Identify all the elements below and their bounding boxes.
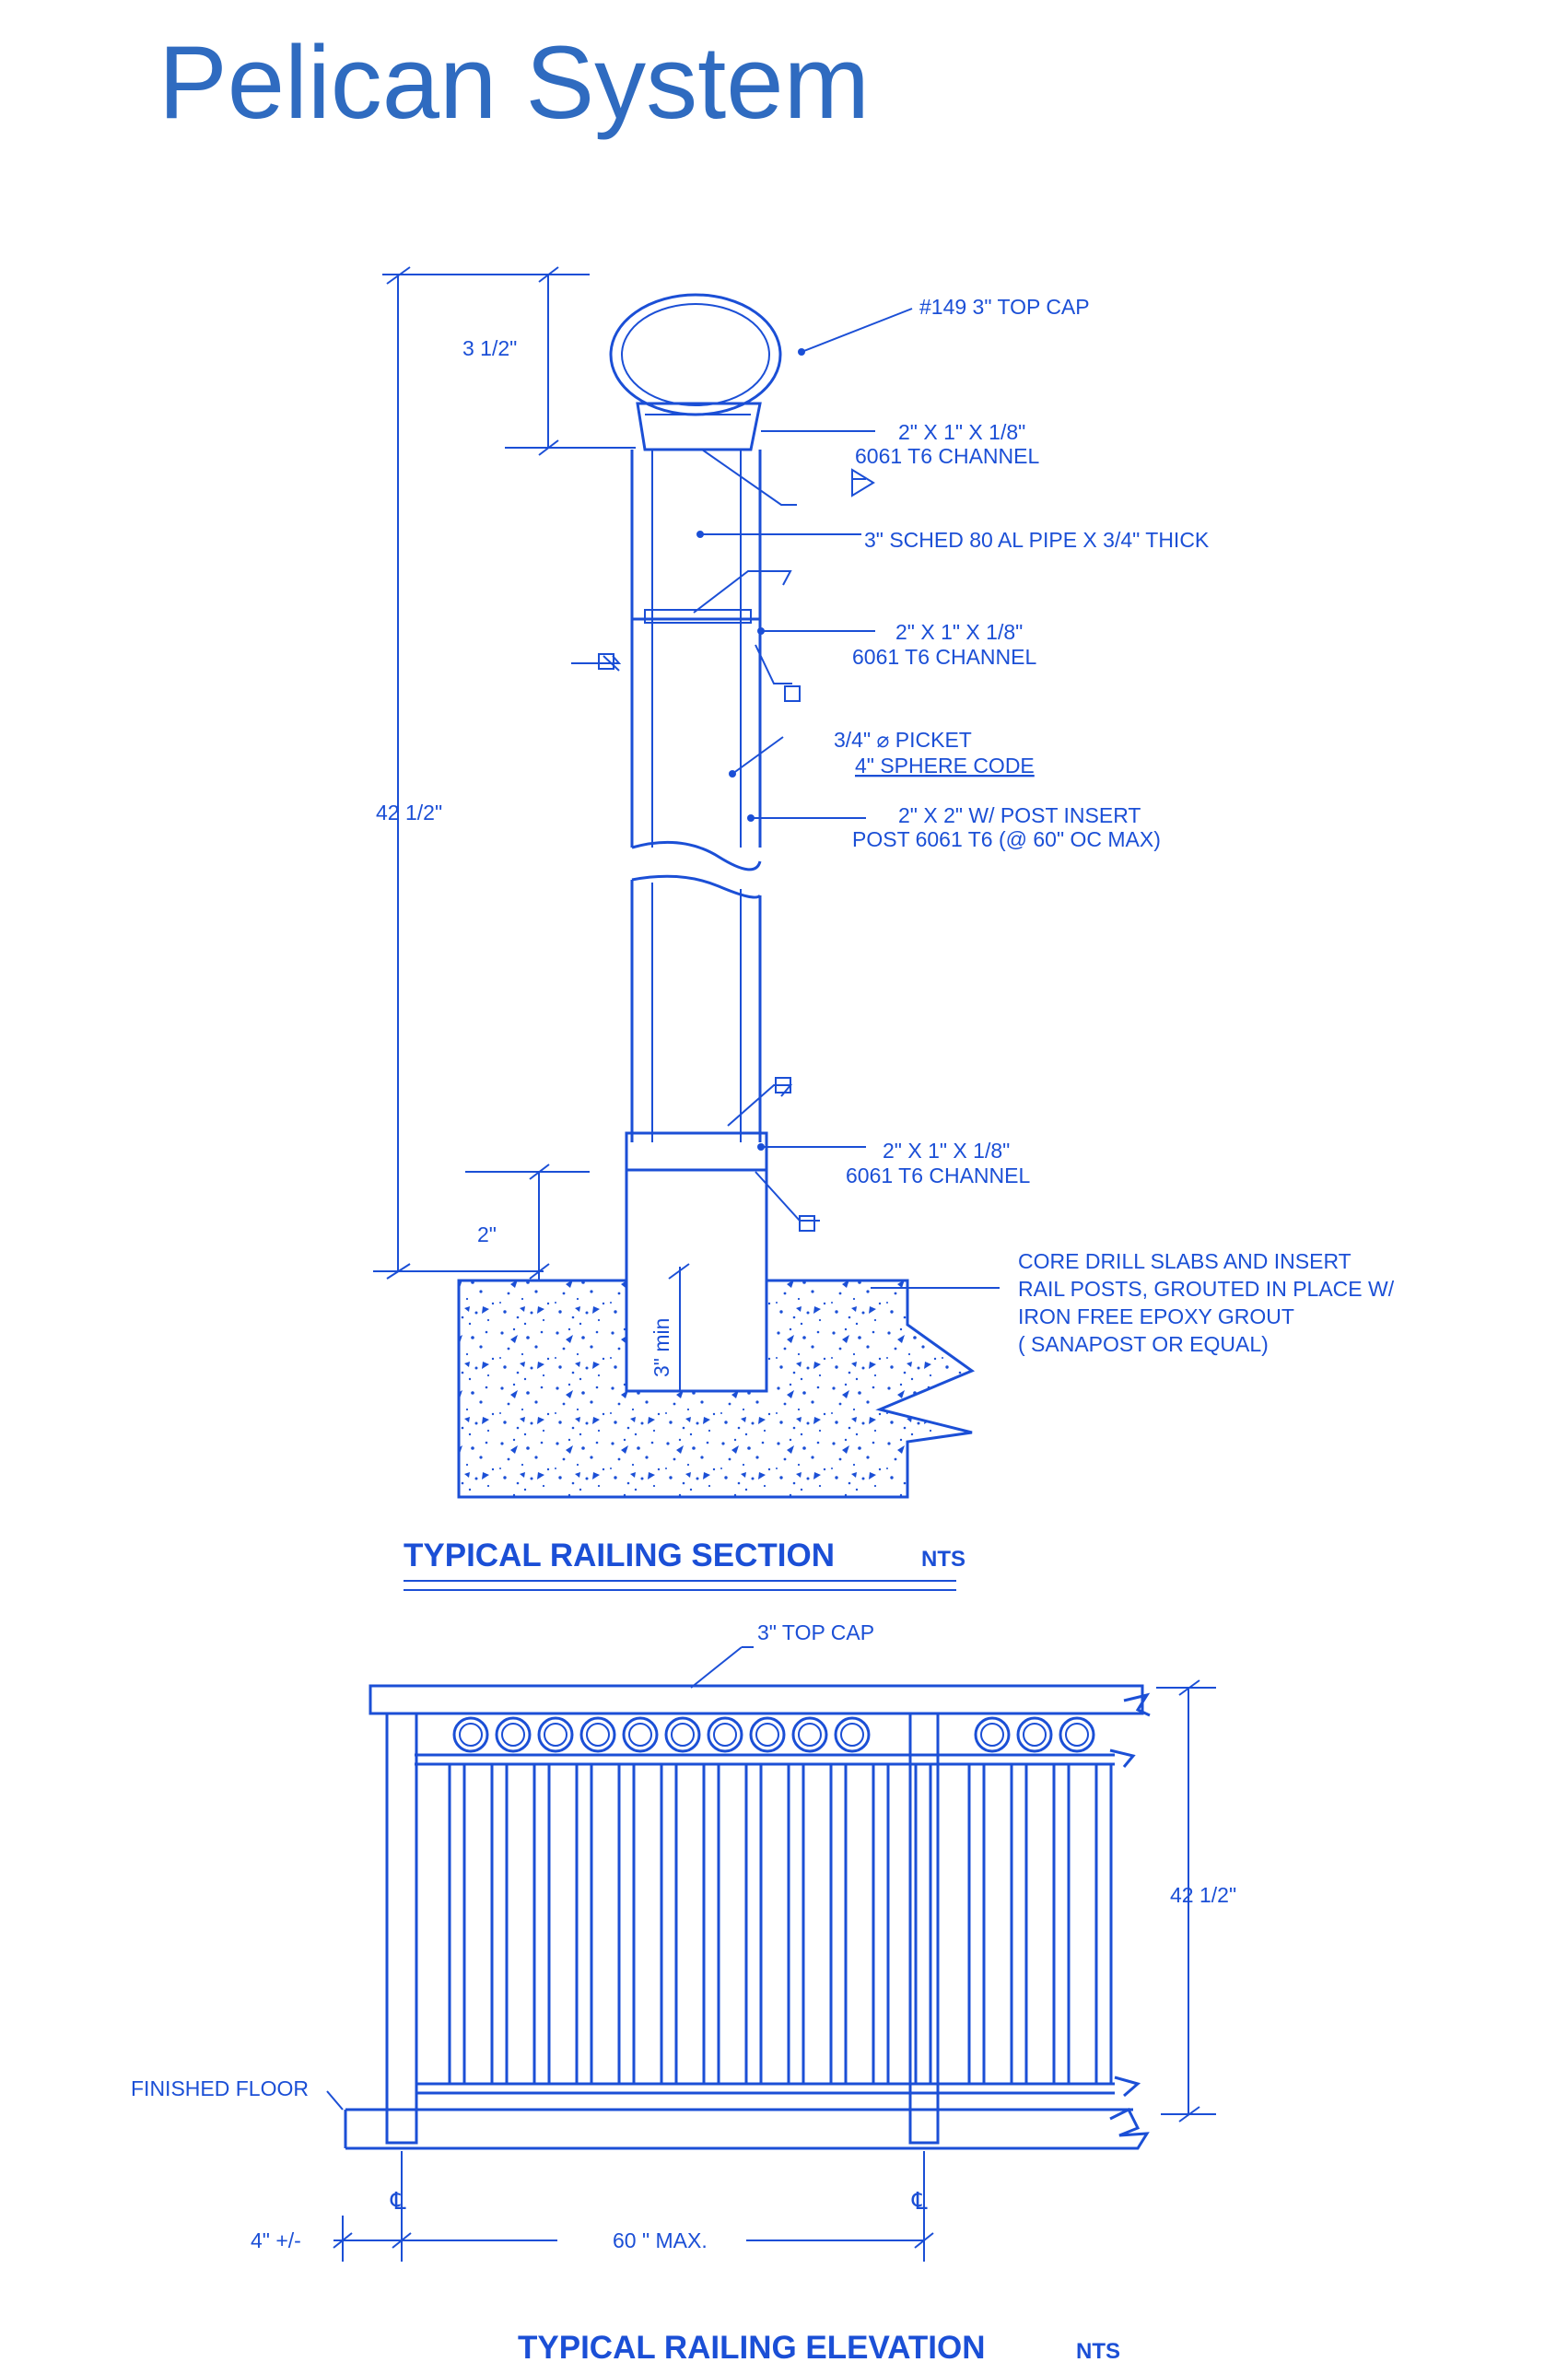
label-core-4: ( SANAPOST OR EQUAL): [1018, 1332, 1269, 1356]
railing-elevation-drawing: 3" TOP CAP FINISHED FLOOR 42 1/2": [131, 1620, 1236, 2262]
sphere-ornament-inner: [628, 1723, 652, 1747]
label-channel-bot-2: 6061 T6 CHANNEL: [846, 1164, 1030, 1187]
sphere-ornament-inner: [501, 1723, 525, 1747]
centerline-left: ℄: [390, 2187, 406, 2215]
sphere-ornament-inner: [980, 1723, 1004, 1747]
elevation-nts: NTS: [1076, 2339, 1120, 2364]
sphere-ornament: [579, 1716, 616, 1753]
picket: [448, 1762, 466, 2086]
label-pipe: 3" SCHED 80 AL PIPE X 3/4" THICK: [864, 528, 1210, 552]
elevation-height-label: 42 1/2": [1170, 1883, 1236, 1907]
picket: [702, 1762, 720, 2086]
sphere-ornament-inner: [840, 1723, 864, 1747]
picket: [872, 1762, 890, 2086]
sphere-ornament: [974, 1716, 1011, 1753]
sphere-ornament-inner: [755, 1723, 779, 1747]
label-picket-2: 4" SPHERE CODE: [855, 754, 1035, 778]
label-channel-top-2: 6061 T6 CHANNEL: [855, 444, 1039, 468]
section-title: TYPICAL RAILING SECTION: [404, 1538, 835, 1573]
label-core-3: IRON FREE EPOXY GROUT: [1018, 1304, 1294, 1328]
sphere-ornament-inner: [671, 1723, 695, 1747]
picket: [744, 1762, 763, 2086]
sphere-ornament: [622, 1716, 659, 1753]
picket: [617, 1762, 636, 2086]
sphere-ornament: [452, 1716, 489, 1753]
label-channel-top-1: 2" X 1" X 1/8": [898, 420, 1025, 444]
picket: [967, 1762, 986, 2086]
sphere-ornament-inner: [798, 1723, 822, 1747]
label-top-cap: #149 3" TOP CAP: [919, 295, 1090, 319]
picket: [829, 1762, 848, 2086]
sphere-ornament-inner: [1023, 1723, 1047, 1747]
label-picket-1: 3/4" ⌀ PICKET: [834, 728, 972, 752]
picket: [532, 1762, 551, 2086]
page-title: Pelican System: [158, 25, 870, 140]
picket: [490, 1762, 509, 2086]
label-channel-bot-1: 2" X 1" X 1/8": [883, 1139, 1010, 1163]
picket: [1094, 1762, 1113, 2086]
elevation-title: TYPICAL RAILING ELEVATION: [518, 2330, 986, 2366]
sphere-ornament-inner: [544, 1723, 568, 1747]
sphere-ornament-inner: [1065, 1723, 1089, 1747]
centerline-right: ℄: [911, 2187, 928, 2215]
label-channel-mid-2: 6061 T6 CHANNEL: [852, 645, 1036, 669]
label-post-2: POST 6061 T6 (@ 60" OC MAX): [852, 827, 1161, 851]
section-nts: NTS: [921, 1547, 965, 1572]
sphere-ornament: [749, 1716, 786, 1753]
railing-section-drawing: 3 1/2" 42 1/2" 2" 3" min: [373, 266, 1395, 1499]
sphere-ornament-inner: [713, 1723, 737, 1747]
dim-total-height: 42 1/2": [376, 801, 442, 824]
sphere-ornament: [537, 1716, 574, 1753]
sphere-ornament: [1059, 1716, 1095, 1753]
label-core-2: RAIL POSTS, GROUTED IN PLACE W/: [1018, 1277, 1395, 1301]
picket: [914, 1762, 932, 2086]
sphere-ornament: [1016, 1716, 1053, 1753]
label-core-1: CORE DRILL SLABS AND INSERT: [1018, 1249, 1352, 1273]
elevation-top-cap-label: 3" TOP CAP: [757, 1620, 874, 1644]
dim-bottom-clearance: 2": [477, 1222, 497, 1246]
dim-cap-height: 3 1/2": [462, 336, 517, 360]
sphere-ornament: [834, 1716, 871, 1753]
sphere-ornament: [664, 1716, 701, 1753]
picket: [575, 1762, 593, 2086]
sphere-ornament-inner: [459, 1723, 483, 1747]
label-channel-mid-1: 2" X 1" X 1/8": [895, 620, 1023, 644]
sphere-ornament: [707, 1716, 743, 1753]
sphere-ornament: [495, 1716, 532, 1753]
label-post-1: 2" X 2" W/ POST INSERT: [898, 803, 1141, 827]
finished-floor-label: FINISHED FLOOR: [131, 2076, 309, 2100]
picket: [1052, 1762, 1071, 2086]
picket: [787, 1762, 805, 2086]
picket: [1010, 1762, 1028, 2086]
spacing-label: 60 " MAX.: [613, 2228, 708, 2252]
picket: [660, 1762, 678, 2086]
offset-label: 4" +/-: [251, 2228, 301, 2252]
sphere-ornament: [791, 1716, 828, 1753]
sphere-ornament-inner: [586, 1723, 610, 1747]
dim-embed-depth: 3" min: [649, 1318, 673, 1377]
